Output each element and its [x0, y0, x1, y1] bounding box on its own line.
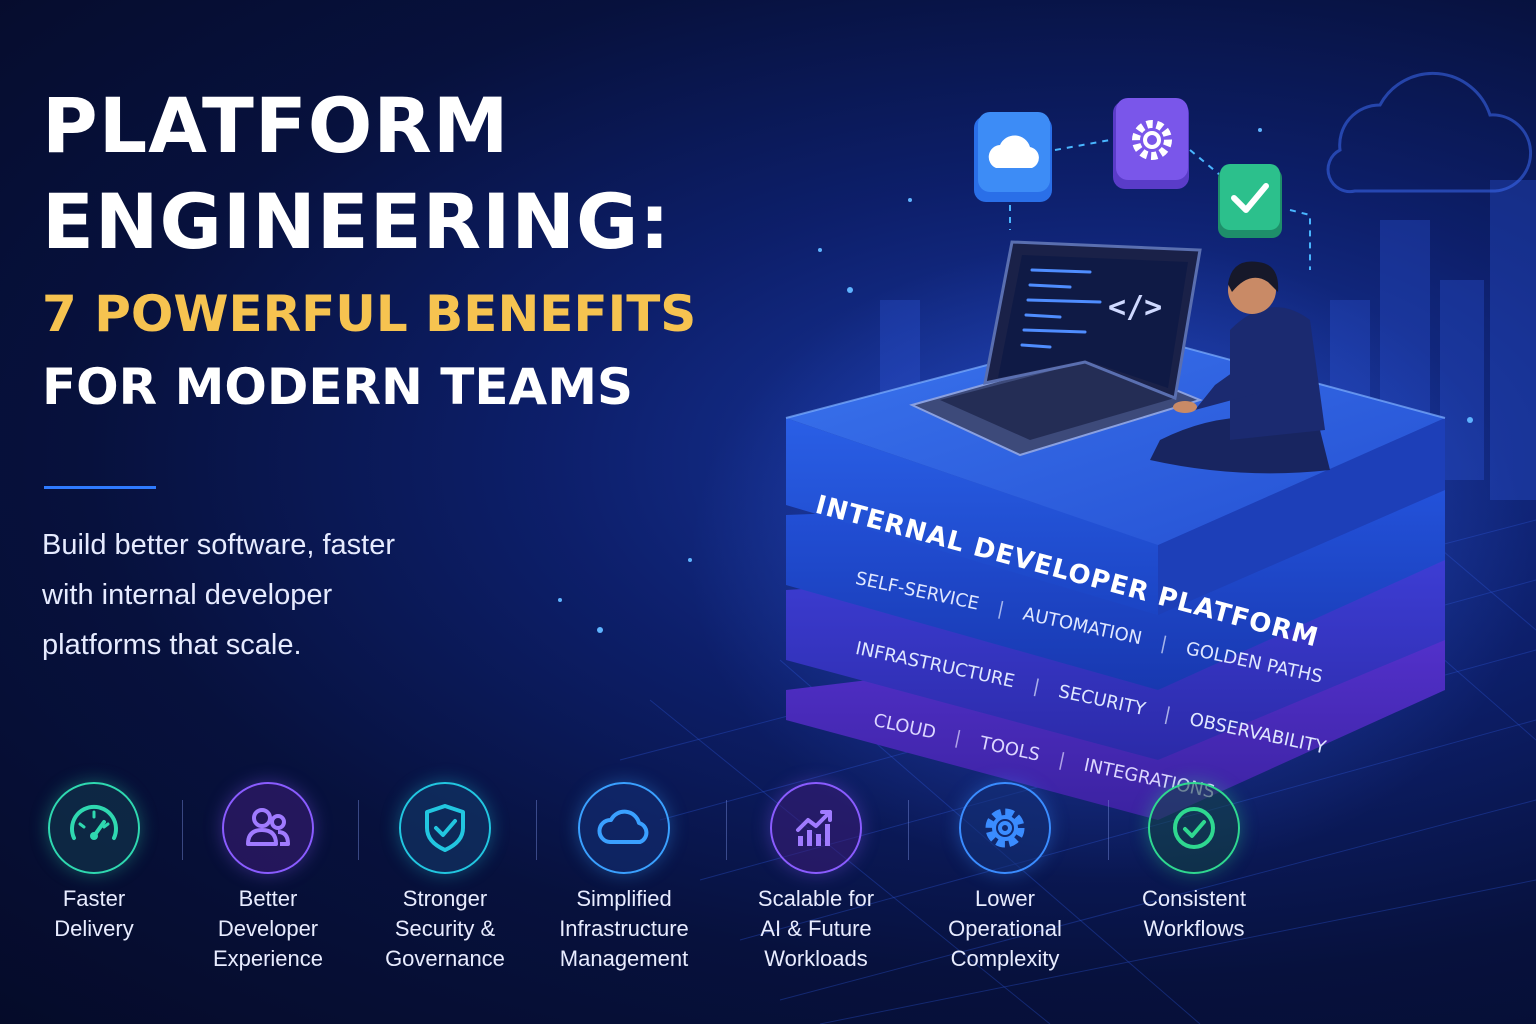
- benefit-label-line: Complexity: [950, 946, 1060, 971]
- benefit-icon-circle: [222, 782, 314, 874]
- benefit-label-line: Workloads: [764, 946, 868, 971]
- floating-check-tile: [1218, 164, 1282, 238]
- shield-check-icon: [425, 804, 465, 852]
- benefit-label-line: Workflows: [1143, 916, 1245, 941]
- benefit-label: Simplified Infrastructure Management: [534, 884, 714, 974]
- benefit-label-line: Experience: [212, 946, 324, 971]
- layer-separator: |: [952, 727, 964, 750]
- layer-separator: |: [1158, 632, 1170, 655]
- subtitle-line: Build better software, faster: [42, 529, 395, 561]
- benefit-simplified-infrastructure: Simplified Infrastructure Management: [534, 782, 714, 974]
- subtitle: Build better software, faster with inter…: [42, 520, 462, 670]
- speedometer-icon: [70, 804, 118, 840]
- benefit-label-line: Management: [559, 946, 689, 971]
- users-icon: [246, 808, 290, 846]
- floating-cloud-tile: [974, 112, 1052, 202]
- benefit-lower-complexity: Lower Operational Complexity: [915, 782, 1095, 974]
- benefit-label-line: Scalable for: [757, 886, 875, 911]
- benefit-label-line: Developer: [217, 916, 319, 941]
- benefit-label-line: Infrastructure: [559, 916, 689, 941]
- benefit-separator: [1108, 800, 1109, 860]
- benefit-label: Stronger Security & Governance: [355, 884, 535, 974]
- benefit-label-line: Better: [238, 886, 298, 911]
- benefit-label-line: Lower: [975, 886, 1035, 911]
- benefit-developer-experience: Better Developer Experience: [178, 782, 358, 974]
- benefit-label-line: Consistent: [1142, 886, 1246, 911]
- benefit-consistent-workflows: Consistent Workflows: [1104, 782, 1284, 944]
- benefit-icon-circle: [770, 782, 862, 874]
- page-title: PLATFORM ENGINEERING: 7 POWERFUL BENEFIT…: [42, 78, 696, 422]
- benefit-icon-circle: [48, 782, 140, 874]
- benefit-label-line: Governance: [385, 946, 505, 971]
- layer-separator: |: [1056, 749, 1068, 772]
- benefit-security-governance: Stronger Security & Governance: [355, 782, 535, 974]
- layer-separator: |: [1162, 703, 1173, 726]
- benefit-separator: [536, 800, 537, 860]
- benefit-separator: [358, 800, 359, 860]
- benefit-separator: [726, 800, 727, 860]
- benefit-label-line: Operational: [948, 916, 1062, 941]
- title-line-2: ENGINEERING:: [42, 177, 671, 266]
- benefit-icon-circle: [578, 782, 670, 874]
- benefit-scalable-ai: Scalable for AI & Future Workloads: [726, 782, 906, 974]
- benefit-label-line: AI & Future: [760, 916, 872, 941]
- title-highlight: 7 POWERFUL BENEFITS: [42, 285, 697, 343]
- benefit-icon-circle: [399, 782, 491, 874]
- benefit-label-line: Simplified: [576, 886, 672, 911]
- benefit-label-line: Faster: [62, 886, 126, 911]
- laptop-illustration: [909, 240, 1203, 457]
- code-symbol: </>: [1108, 290, 1163, 325]
- benefit-icon-circle: [1148, 782, 1240, 874]
- subtitle-line: with internal developer: [42, 579, 333, 611]
- benefit-label-line: Stronger: [402, 886, 488, 911]
- benefit-label: Consistent Workflows: [1104, 884, 1284, 944]
- title-line-4: FOR MODERN TEAMS: [42, 358, 633, 416]
- floating-gear-tile: [1113, 98, 1189, 189]
- benefit-label-line: Security &: [394, 916, 496, 941]
- benefit-label: Faster Delivery: [4, 884, 184, 944]
- benefit-separator: [182, 800, 183, 860]
- benefit-label-line: Delivery: [54, 916, 134, 941]
- platform-stack: [785, 328, 1446, 820]
- title-divider: [44, 486, 156, 489]
- benefit-label: Lower Operational Complexity: [915, 884, 1095, 974]
- benefit-separator: [908, 800, 909, 860]
- layer-separator: |: [995, 598, 1007, 621]
- subtitle-line: platforms that scale.: [42, 629, 302, 661]
- gear-icon: [985, 808, 1025, 848]
- growth-chart-icon: [796, 810, 832, 846]
- benefit-icon-circle: [959, 782, 1051, 874]
- developer-illustration: [1150, 261, 1330, 474]
- cloud-icon: [597, 809, 649, 844]
- benefit-faster-delivery: Faster Delivery: [4, 782, 184, 944]
- title-line-1: PLATFORM: [42, 81, 510, 170]
- benefit-label: Scalable for AI & Future Workloads: [726, 884, 906, 974]
- benefit-label: Better Developer Experience: [178, 884, 358, 974]
- check-circle-icon: [1173, 807, 1215, 849]
- layer-separator: |: [1031, 675, 1042, 698]
